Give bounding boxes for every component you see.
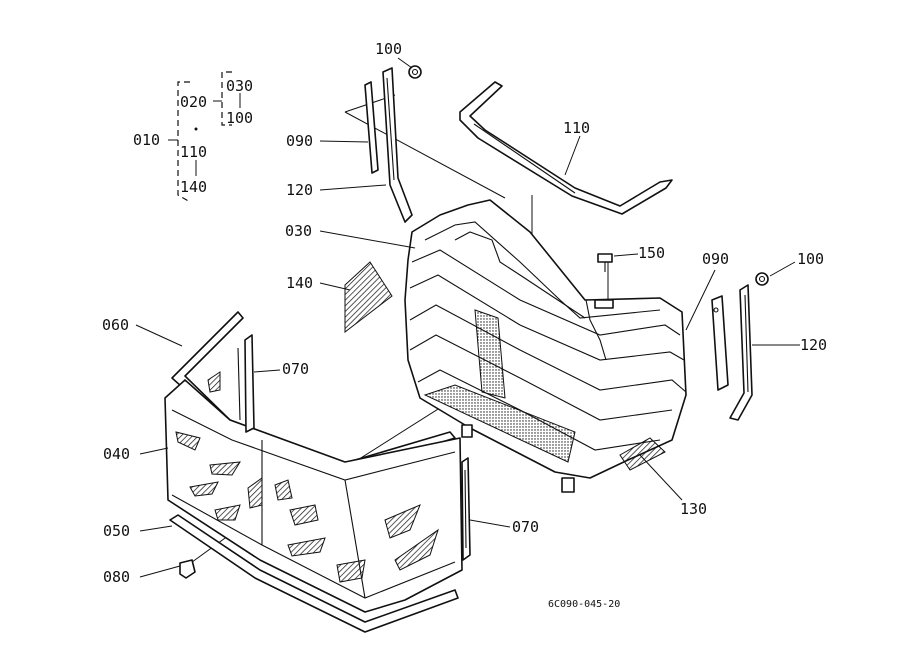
label-030-tree: 030 <box>226 77 253 95</box>
label-110-tree: 110 <box>180 143 207 161</box>
label-030: 030 <box>285 222 312 240</box>
part-120-left <box>382 67 413 223</box>
part-100-right <box>755 272 769 286</box>
part-070-bottom <box>461 457 471 561</box>
label-100-right: 100 <box>797 250 824 268</box>
part-050 <box>169 514 459 633</box>
label-080: 080 <box>103 568 130 586</box>
label-130: 130 <box>680 500 707 518</box>
part-110 <box>459 81 673 215</box>
part-070-top <box>244 334 255 433</box>
label-100-tree: 100 <box>226 109 253 127</box>
label-020: 020 <box>180 93 207 111</box>
label-010: 010 <box>133 131 160 149</box>
part-130 <box>423 384 576 463</box>
part-030-grille <box>404 199 687 493</box>
part-090-right <box>711 295 729 391</box>
part-090-left <box>364 81 379 174</box>
label-060: 060 <box>102 316 129 334</box>
part-080-clip <box>179 559 196 579</box>
right-trim-parts <box>711 272 769 421</box>
part-150-screw <box>597 253 613 272</box>
label-050: 050 <box>103 522 130 540</box>
label-120-right: 120 <box>800 336 827 354</box>
label-090-right: 090 <box>702 250 729 268</box>
left-trim-parts <box>364 65 422 223</box>
leader-lines <box>135 57 800 578</box>
callout-labels: 100 090 120 110 030 150 090 100 120 140 … <box>102 40 827 610</box>
label-120-left: 120 <box>286 181 313 199</box>
part-120-right <box>729 284 753 421</box>
label-070-top: 070 <box>282 360 309 378</box>
label-070-bottom: 070 <box>512 518 539 536</box>
label-100-top: 100 <box>375 40 402 58</box>
label-110: 110 <box>563 119 590 137</box>
diagram-code: 6C090-045-20 <box>548 599 620 610</box>
label-140-tree: 140 <box>180 178 207 196</box>
part-140 <box>344 261 393 334</box>
label-090-left: 090 <box>286 132 313 150</box>
label-140: 140 <box>286 274 313 292</box>
part-100-top <box>408 65 422 79</box>
part-tree: 010 020 030 100 110 140 <box>133 71 253 203</box>
part-040-front-panel <box>164 334 463 613</box>
label-150: 150 <box>638 244 665 262</box>
label-040: 040 <box>103 445 130 463</box>
